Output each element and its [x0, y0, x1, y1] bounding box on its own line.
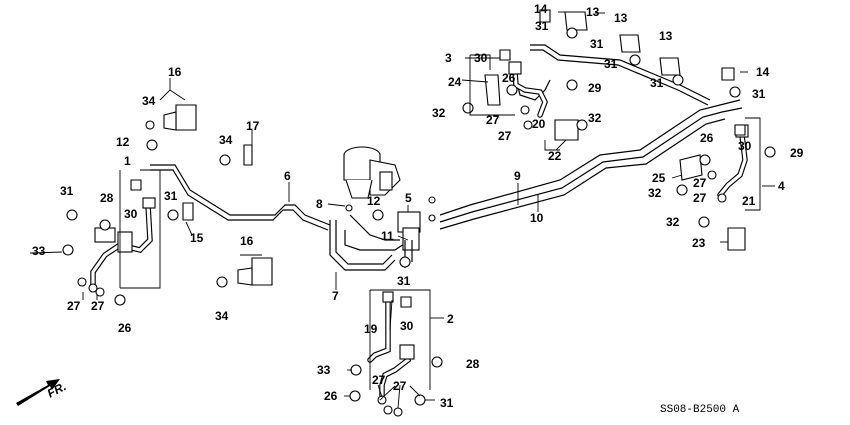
part-label-29b: 29	[790, 146, 804, 160]
part-label-31i: 31	[440, 396, 454, 410]
part-label-27c: 27	[486, 113, 500, 127]
part-label-4: 4	[778, 179, 785, 193]
master-cylinder-reservoir	[343, 146, 401, 199]
part-label-16b: 16	[240, 234, 254, 248]
front-direction-arrow: FR.	[16, 379, 68, 406]
part-label-21: 21	[742, 194, 756, 208]
hose-assembly-19	[367, 291, 415, 417]
part-label-7: 7	[332, 289, 339, 303]
part-label-31g: 31	[752, 87, 766, 101]
brake-pipes	[150, 44, 743, 271]
part-label-15: 15	[190, 231, 204, 245]
part-label-16a: 16	[168, 65, 182, 79]
part-label-22: 22	[548, 149, 562, 163]
part-label-11: 11	[381, 229, 394, 243]
part-label-13b: 13	[614, 11, 628, 25]
part-label-28b: 28	[466, 357, 480, 371]
part-label-13c: 13	[659, 29, 673, 43]
part-label-26c: 26	[118, 321, 132, 335]
part-label-27e: 27	[693, 176, 707, 190]
part-label-31c: 31	[535, 19, 549, 33]
part-label-34a: 34	[142, 94, 156, 108]
part-label-32d: 32	[666, 215, 680, 229]
part-label-31e: 31	[604, 57, 618, 71]
fasteners	[62, 27, 776, 406]
part-label-24: 24	[448, 75, 462, 89]
part-label-30c: 30	[738, 139, 752, 153]
part-label-34b: 34	[219, 133, 233, 147]
part-label-1: 1	[124, 154, 131, 168]
part-label-27d: 27	[498, 129, 512, 143]
hose-assembly-20	[508, 61, 549, 130]
part-label-29a: 29	[588, 81, 602, 95]
hose-assembly-21	[707, 124, 749, 203]
part-label-34c: 34	[215, 309, 229, 323]
part-label-20: 20	[532, 117, 546, 131]
part-label-6: 6	[284, 169, 291, 183]
hose-assembly-18	[77, 197, 156, 297]
part-label-31d: 31	[590, 37, 604, 51]
part-label-31a: 31	[60, 184, 74, 198]
part-label-12b: 12	[367, 194, 381, 208]
part-labels: 1 2 3 4 5 6 7 8 9 10 11 12 12 13 13 13 1…	[32, 2, 804, 410]
group-braces	[119, 54, 761, 390]
part-label-13a: 13	[586, 5, 600, 19]
part-label-27g: 27	[372, 373, 386, 387]
part-label-30b: 30	[474, 51, 488, 65]
part-label-26a: 26	[502, 71, 516, 85]
part-label-31b: 31	[164, 189, 178, 203]
part-label-5: 5	[405, 191, 412, 205]
part-label-32a: 32	[432, 106, 446, 120]
brackets	[130, 9, 746, 308]
part-label-9: 9	[514, 169, 521, 183]
leader-lines	[29, 11, 775, 409]
part-label-10: 10	[530, 211, 544, 225]
part-label-33b: 33	[317, 363, 331, 377]
part-label-25: 25	[652, 171, 666, 185]
part-label-31h: 31	[397, 274, 411, 288]
part-label-33a: 33	[32, 244, 46, 258]
part-label-27h: 27	[393, 379, 407, 393]
part-label-31f: 31	[650, 76, 664, 90]
part-label-26b: 26	[700, 131, 714, 145]
part-label-19: 19	[364, 322, 378, 336]
part-label-32b: 32	[588, 111, 602, 125]
part-label-14a: 14	[534, 2, 548, 16]
part-label-27b: 27	[91, 299, 105, 313]
part-label-26d: 26	[324, 389, 338, 403]
part-label-8: 8	[316, 197, 323, 211]
part-label-17: 17	[246, 119, 260, 133]
diagram-code: SS08-B2500 A	[660, 404, 740, 416]
part-label-12a: 12	[116, 135, 130, 149]
part-label-27f: 27	[693, 191, 707, 205]
part-label-28a: 28	[100, 191, 114, 205]
part-label-30a: 30	[124, 207, 138, 221]
part-label-23: 23	[692, 236, 706, 250]
part-label-30d: 30	[400, 319, 414, 333]
part-label-14b: 14	[756, 65, 770, 79]
part-label-2: 2	[447, 312, 454, 326]
part-label-27a: 27	[67, 299, 81, 313]
part-label-3: 3	[445, 51, 452, 65]
part-label-32c: 32	[648, 186, 662, 200]
